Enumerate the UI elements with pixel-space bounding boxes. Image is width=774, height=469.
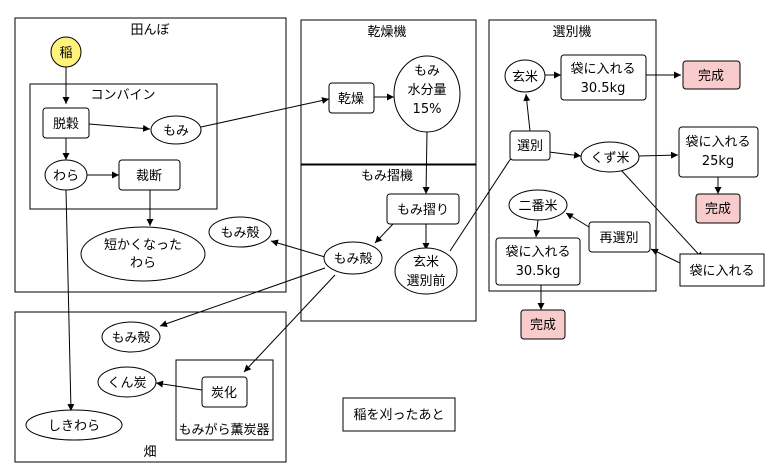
edge-straw-to-bedding — [65, 189, 75, 412]
node-husk-field-label: もみ殻 — [111, 331, 150, 346]
node-bag-mid-line1: 袋に入れる — [505, 245, 570, 260]
node-threshing-label: 脱穀 — [53, 117, 79, 132]
node-resorting: 再選別 — [588, 221, 651, 253]
edge-second-to-bag-mid — [533, 219, 541, 238]
node-husk-center: もみ殻 — [323, 241, 383, 275]
node-sorting-label: 選別 — [517, 139, 543, 154]
region-field-label: 畑 — [143, 445, 156, 460]
edge-resorting-to-second — [565, 212, 590, 228]
region-sorting-machine-label: 選別機 — [552, 25, 591, 40]
node-bag-right-line1: 袋に入れる — [685, 135, 750, 150]
node-brown-rice-pre-line2: 選別前 — [406, 273, 445, 289]
node-short-straw-line2: わら — [130, 256, 156, 271]
node-done-right-label: 完成 — [705, 202, 731, 217]
node-bedding-straw: しきわら — [25, 409, 123, 441]
node-husk-left: もみ殻 — [208, 216, 272, 248]
region-combine-label: コンバイン — [90, 88, 155, 103]
edge-broken-to-bag-right — [638, 151, 679, 159]
node-husk-center-label: もみ殻 — [333, 252, 372, 267]
node-momi-moisture-line1: もみ — [414, 64, 440, 79]
edge-hulling-to-husk — [374, 223, 394, 244]
node-bag-mid: 袋に入れる 30.5kg — [495, 237, 581, 286]
node-momi-moisture-line2: 水分量 — [407, 83, 446, 98]
edge-husk-to-husk-left — [270, 239, 326, 258]
note-after-harvest-label: 稲を刈ったあと — [353, 408, 444, 423]
edge-sorting-to-broken — [548, 151, 582, 159]
node-done-top: 完成 — [682, 60, 741, 90]
node-brown-rice: 玄米 — [504, 59, 546, 93]
node-done-bottom: 完成 — [520, 309, 566, 340]
node-bag-far-label: 袋に入れる — [689, 264, 754, 279]
node-second-rice-label: 二番米 — [518, 199, 557, 214]
node-cutting: 裁断 — [118, 159, 181, 191]
node-charring: 炭化 — [201, 376, 248, 408]
node-momi-combine: もみ — [150, 115, 202, 145]
node-straw: わら — [44, 159, 88, 191]
node-short-straw-line1: 短かくなった — [104, 238, 182, 253]
node-cutting-label: 裁断 — [136, 168, 162, 184]
node-done-right: 完成 — [695, 193, 741, 224]
edge-moisture-to-hulling — [422, 130, 430, 195]
region-hulling-machine-label: もみ摺機 — [361, 169, 413, 184]
node-smoked-charcoal: くん炭 — [97, 366, 157, 398]
node-husk-field: もみ殻 — [101, 321, 161, 353]
node-sorting: 選別 — [509, 130, 551, 161]
region-dryer-label: 乾燥機 — [367, 25, 406, 40]
node-bag-right: 袋に入れる 25kg — [678, 126, 759, 178]
node-resorting-label: 再選別 — [599, 231, 638, 246]
region-hulling-machine: もみ摺機 — [300, 164, 477, 322]
edge-broken-to-bag-far — [620, 169, 704, 260]
node-broken-rice: くず米 — [580, 141, 640, 173]
edge-bag-far-to-resorting — [650, 248, 681, 264]
node-bag-top-line1: 袋に入れる — [570, 62, 635, 77]
node-charring-label: 炭化 — [211, 386, 237, 401]
region-rice-field-label: 田んぼ — [130, 23, 169, 38]
node-momi-moisture-line3: 15% — [413, 102, 442, 117]
node-bag-top-line2: 30.5kg — [581, 81, 626, 96]
node-rice-plant: 稲 — [50, 36, 82, 68]
node-hulling-label: もみ摺り — [397, 203, 449, 218]
edge-brown-pre-to-sorting — [449, 145, 520, 252]
node-done-bottom-label: 完成 — [530, 318, 556, 333]
node-husk-left-label: もみ殻 — [220, 226, 259, 241]
node-bedding-straw-label: しきわら — [48, 419, 100, 434]
node-done-top-label: 完成 — [698, 69, 724, 84]
note-after-harvest: 稲を刈ったあと — [342, 397, 456, 432]
node-drying-label: 乾燥 — [338, 92, 364, 107]
edge-charring-to-smoked — [155, 380, 203, 391]
edges — [62, 67, 722, 412]
edge-momi-to-drying — [200, 97, 330, 128]
node-smoked-charcoal-label: くん炭 — [107, 376, 146, 391]
node-momi-combine-label: もみ — [163, 124, 189, 139]
edge-sorting-to-brown-rice — [523, 93, 531, 132]
node-second-rice: 二番米 — [508, 189, 568, 221]
node-brown-rice-pre: 玄米 選別前 — [394, 247, 458, 295]
region-kiln-label: もみがら薫炭器 — [178, 423, 269, 438]
node-momi-moisture: もみ 水分量 15% — [393, 55, 461, 133]
node-bag-right-line2: 25kg — [702, 154, 734, 169]
node-rice-plant-label: 稲 — [59, 46, 72, 61]
node-straw-label: わら — [53, 169, 79, 184]
node-broken-rice-label: くず米 — [590, 151, 629, 166]
node-drying: 乾燥 — [328, 82, 375, 114]
node-brown-rice-label: 玄米 — [512, 70, 538, 85]
node-short-straw: 短かくなった わら — [80, 226, 206, 282]
node-bag-top: 袋に入れる 30.5kg — [560, 54, 647, 101]
edge-husk-to-husk-field — [159, 267, 326, 327]
node-bag-mid-line2: 30.5kg — [516, 264, 561, 279]
edge-threshing-to-momi — [88, 123, 151, 132]
node-brown-rice-pre-line1: 玄米 — [413, 255, 439, 270]
node-bag-far: 袋に入れる — [679, 253, 765, 287]
node-hulling: もみ摺り — [386, 193, 460, 225]
edge-husk-to-charring — [243, 274, 336, 373]
node-threshing: 脱穀 — [42, 107, 90, 139]
